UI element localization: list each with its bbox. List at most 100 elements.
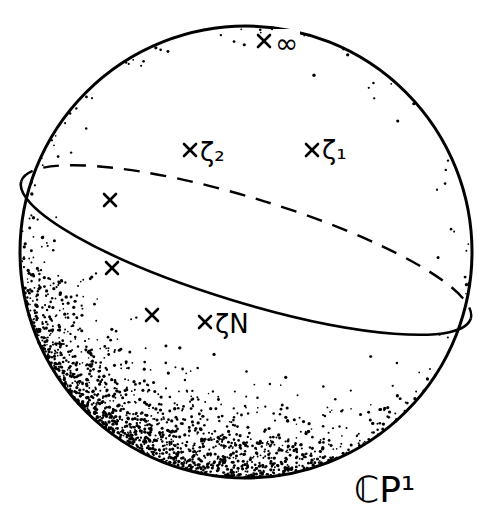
stipple-dot [144, 431, 147, 434]
stipple-dot [356, 434, 358, 436]
stipple-dot [310, 454, 313, 457]
stipple-dot [331, 409, 333, 411]
stipple-dot [135, 316, 137, 318]
stipple-dot [368, 87, 370, 89]
stipple-dot [190, 395, 192, 397]
stipple-dot [148, 439, 151, 442]
stipple-dot [280, 384, 282, 386]
stipple-dot [269, 436, 271, 438]
stipple-dot [167, 457, 169, 459]
stipple-dot [80, 329, 83, 332]
stipple-dot [69, 370, 71, 372]
stipple-dot [27, 281, 29, 283]
stipple-dot [450, 228, 453, 231]
stipple-dot [85, 127, 87, 129]
stipple-dot [181, 442, 183, 444]
stipple-dot [37, 328, 40, 331]
stipple-dot [295, 456, 298, 459]
stipple-dot [286, 407, 289, 410]
stipple-dot [77, 285, 79, 287]
stipple-dot [81, 401, 84, 404]
stipple-dot [145, 347, 147, 349]
stipple-dot [406, 402, 409, 405]
stipple-dot [196, 421, 199, 424]
stipple-dot [235, 454, 238, 457]
stipple-dot [30, 280, 33, 283]
stipple-dot [286, 420, 289, 423]
stipple-dot [92, 368, 95, 371]
stipple-dot [96, 298, 98, 300]
stipple-dot [58, 326, 61, 329]
stipple-dot [45, 321, 48, 324]
stipple-dot [255, 473, 257, 475]
stipple-dot [36, 298, 38, 300]
stipple-dot [295, 457, 298, 460]
stipple-dot [185, 373, 187, 375]
stipple-dot [93, 393, 95, 395]
stipple-dot [85, 345, 88, 348]
stipple-dot [186, 390, 188, 392]
stipple-dot [153, 390, 156, 393]
stipple-dot [99, 390, 101, 392]
stipple-dot [289, 448, 291, 450]
stipple-dot [188, 429, 191, 432]
stipple-dot [212, 390, 214, 392]
stipple-dot [107, 347, 109, 349]
stipple-dot [104, 386, 106, 388]
stipple-dot [208, 448, 210, 450]
stipple-dot [64, 122, 66, 124]
stipple-dot [311, 448, 313, 450]
stipple-dot [284, 471, 286, 473]
stipple-dot [114, 387, 116, 389]
stipple-dot [308, 422, 311, 425]
stipple-dot [151, 425, 153, 427]
stipple-dot [66, 345, 68, 347]
stipple-dot [29, 218, 31, 220]
stipple-dot [192, 458, 194, 460]
stipple-dot [178, 435, 181, 438]
stipple-dot [313, 458, 315, 460]
stipple-dot [26, 296, 28, 298]
stipple-dot [67, 386, 69, 388]
stipple-dot [22, 257, 25, 260]
stipple-dot [284, 460, 287, 463]
stipple-dot [319, 451, 321, 453]
stipple-dot [51, 356, 54, 359]
stipple-dot [70, 296, 73, 299]
stipple-dot [220, 34, 222, 36]
stipple-dot [69, 366, 71, 368]
stipple-dot [248, 432, 251, 435]
stipple-dot [55, 216, 57, 218]
stipple-dot [350, 408, 352, 410]
stipple-dot [263, 470, 265, 472]
stipple-dot [143, 379, 146, 382]
stipple-dot [235, 471, 237, 473]
stipple-dot [95, 272, 97, 274]
stipple-dot [247, 412, 249, 414]
stipple-dot [43, 261, 45, 263]
stipple-dot [132, 437, 134, 439]
stipple-dot [232, 419, 235, 422]
stipple-dot [117, 338, 119, 340]
stipple-dot [281, 404, 284, 407]
stipple-dot [199, 459, 202, 462]
stipple-dot [190, 465, 193, 468]
stipple-dot [91, 348, 94, 351]
stipple-dot [396, 394, 399, 397]
stipple-dot [120, 394, 122, 396]
stipple-dot [359, 413, 362, 416]
cross-mark [146, 309, 158, 321]
stipple-dot [94, 406, 96, 408]
stipple-dot [43, 276, 46, 279]
stipple-dot [245, 474, 247, 476]
space-label: ℂP¹ [352, 470, 417, 510]
stipple-dot [57, 363, 59, 365]
stipple-dot [399, 397, 402, 400]
stipple-dot [224, 460, 226, 462]
stipple-dot [240, 465, 243, 468]
cross-mark [184, 144, 196, 156]
stipple-dot [309, 446, 312, 449]
stipple-dot [140, 430, 142, 432]
stipple-dot [163, 418, 165, 420]
stipple-dot [88, 372, 91, 375]
